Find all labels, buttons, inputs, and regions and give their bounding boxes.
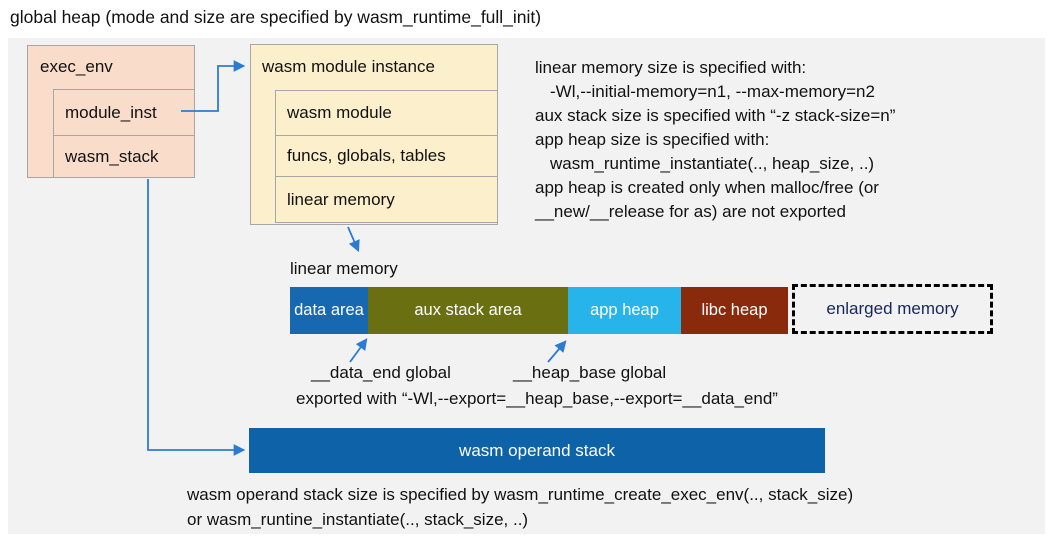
footer-text: wasm operand stack size is specified by … bbox=[187, 482, 853, 532]
wasm-stack-box: wasm_stack bbox=[53, 135, 195, 178]
linear-memory-row: linear memory bbox=[275, 176, 498, 223]
notes-block: linear memory size is specified with: -W… bbox=[535, 56, 1040, 224]
note-line: app heap is created only when malloc/fre… bbox=[535, 178, 879, 197]
note-line: linear memory size is specified with: bbox=[535, 58, 807, 77]
note-line: aux stack size is specified with “-z sta… bbox=[535, 106, 896, 125]
segment-libc-heap: libc heap bbox=[681, 287, 788, 334]
module-inst-label: module_inst bbox=[65, 102, 157, 122]
note-line: __new/__release for as) are not exported bbox=[535, 202, 846, 221]
linear-memory-bar-label: linear memory bbox=[290, 259, 398, 278]
segment-aux-stack-area: aux stack area bbox=[368, 287, 568, 334]
funcs-globals-tables-label: funcs, globals, tables bbox=[287, 146, 446, 165]
note-line: app heap size is specified with: bbox=[535, 130, 770, 149]
heap-base-global-label: __heap_base global bbox=[513, 363, 667, 382]
funcs-globals-tables-row: funcs, globals, tables bbox=[275, 135, 498, 177]
diagram-title: global heap (mode and size are specified… bbox=[10, 7, 542, 27]
data-end-global-label: __data_end global bbox=[311, 363, 451, 382]
segment-libc-heap-label: libc heap bbox=[701, 301, 768, 319]
segment-enlarged-memory: enlarged memory bbox=[792, 284, 993, 334]
wasm-operand-stack-label: wasm operand stack bbox=[459, 440, 615, 460]
segment-aux-stack-area-label: aux stack area bbox=[414, 301, 522, 319]
wasm-module-label: wasm module bbox=[287, 103, 392, 122]
wasm-stack-label: wasm_stack bbox=[65, 146, 159, 166]
exported-with-label: exported with “-Wl,--export=__heap_base,… bbox=[296, 389, 778, 408]
footer-line: or wasm_runtine_instantiate(.., stack_si… bbox=[187, 510, 529, 529]
footer-line: wasm operand stack size is specified by … bbox=[187, 485, 854, 504]
module-inst-box: module_inst bbox=[53, 89, 195, 136]
wasm-operand-stack-bar: wasm operand stack bbox=[249, 428, 825, 473]
wasm-module-row: wasm module bbox=[275, 90, 498, 136]
note-line: -Wl,--initial-memory=n1, --max-memory=n2 bbox=[550, 82, 875, 101]
segment-app-heap-label: app heap bbox=[590, 301, 659, 319]
segment-enlarged-memory-label: enlarged memory bbox=[826, 299, 959, 318]
module-instance-label: wasm module instance bbox=[262, 57, 435, 76]
note-line: wasm_runtime_instantiate(.., heap_size, … bbox=[550, 154, 875, 173]
segment-data-area-label: data area bbox=[294, 301, 364, 319]
exec-env-label: exec_env bbox=[40, 57, 113, 76]
segment-app-heap: app heap bbox=[568, 287, 681, 334]
segment-data-area: data area bbox=[290, 287, 368, 334]
linear-memory-row-label: linear memory bbox=[287, 189, 395, 209]
